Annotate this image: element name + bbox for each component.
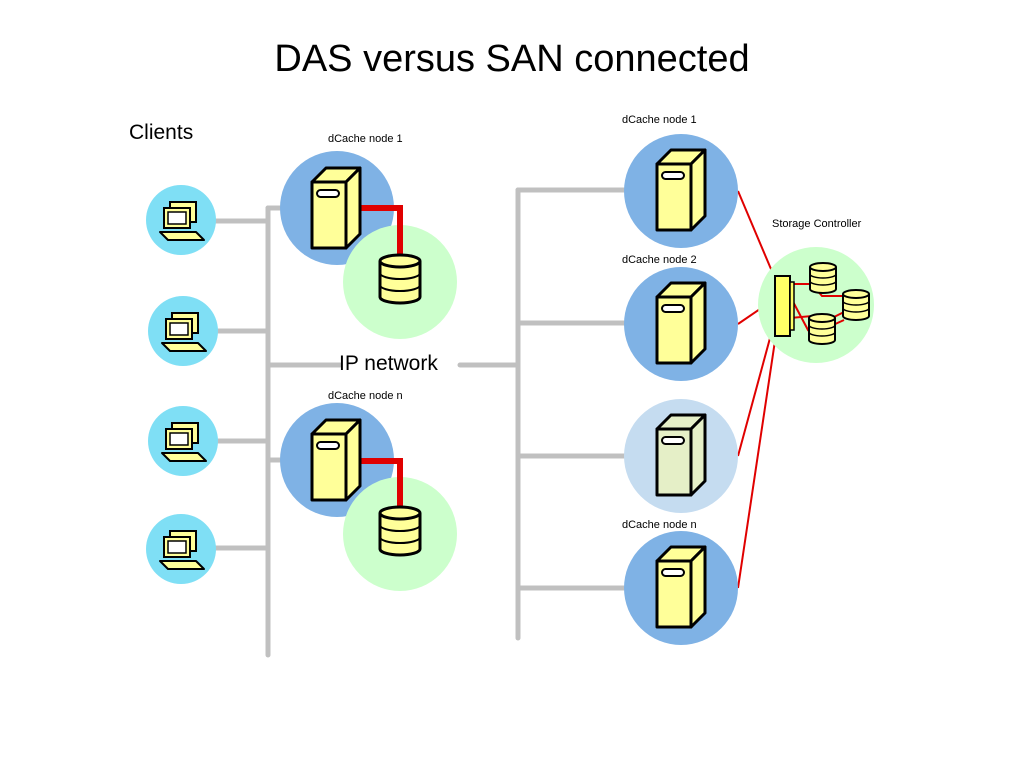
- san-node-n: [624, 531, 738, 645]
- server-icon: [310, 418, 362, 502]
- disk-icon: [378, 505, 422, 557]
- disk-icon: [378, 253, 422, 305]
- das-node-1-label: dCache node 1: [328, 133, 403, 145]
- server-icon: [655, 413, 707, 497]
- san-node-2-label: dCache node 2: [622, 254, 697, 266]
- disk-icon: [809, 262, 837, 294]
- san-node-2: [624, 267, 738, 381]
- clients-label: Clients: [129, 121, 194, 144]
- san-node-1: [624, 134, 738, 248]
- ip-network-lines: [212, 187, 629, 658]
- server-icon: [310, 166, 362, 250]
- san-node-n-label: dCache node n: [622, 519, 697, 531]
- storage-controller: [758, 247, 874, 363]
- server-icon: [655, 545, 707, 629]
- das-node-n: [280, 403, 457, 591]
- storage-controller-label: Storage Controller: [772, 218, 862, 230]
- client-4: [146, 514, 216, 584]
- fibre-switch-icon: [774, 275, 795, 337]
- san-node-3: [624, 399, 738, 513]
- das-node-1: [280, 151, 457, 339]
- client-3: [148, 406, 218, 476]
- client-2: [148, 296, 218, 366]
- client-1: [146, 185, 216, 255]
- server-icon: [655, 148, 707, 232]
- das-link: [360, 458, 403, 510]
- san-node-1-label: dCache node 1: [622, 114, 697, 126]
- diagram-title: DAS versus SAN connected: [274, 38, 750, 80]
- das-node-n-label: dCache node n: [328, 390, 403, 402]
- disk-icon: [808, 313, 836, 345]
- server-icon: [655, 281, 707, 365]
- disk-icon: [842, 289, 870, 321]
- das-link: [360, 205, 403, 258]
- ip-network-label: IP network: [339, 352, 438, 375]
- san-links: [737, 190, 780, 589]
